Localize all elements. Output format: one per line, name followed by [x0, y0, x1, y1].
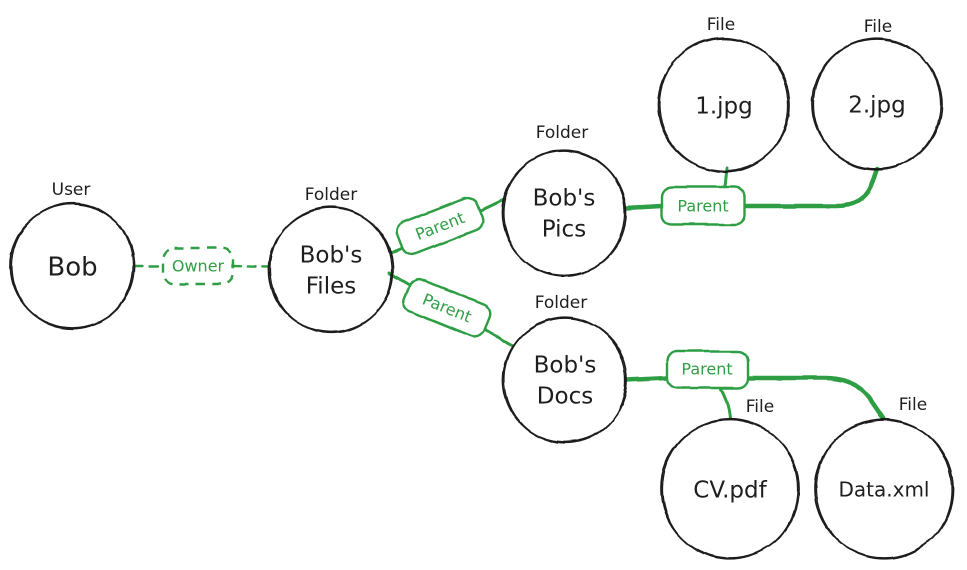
text-layer: User Folder Folder File File Folder File… — [47, 15, 929, 504]
parent-docs-label-box — [402, 277, 492, 339]
edge-owner-right-segment — [231, 264, 271, 269]
node-bobs-files-circle — [268, 206, 394, 334]
edge-docs-to-parentbox — [624, 375, 670, 383]
edge-parentbox-to-2jpg — [742, 166, 880, 209]
node-1jpg-circle — [657, 37, 791, 173]
type-label-folder-docs: Folder — [535, 293, 588, 313]
parent-pics-files-label-box — [660, 185, 747, 227]
parent-pics-label-box — [395, 196, 485, 256]
shapes-layer — [9, 37, 954, 560]
type-label-file-dataxml: File — [899, 395, 927, 415]
parent-docs-files-label-box — [665, 349, 750, 390]
node-dataxml-label: Data.xml — [839, 478, 930, 502]
edge-pics-to-parentbox — [623, 203, 665, 211]
node-bobs-docs-label-1: Bob's — [534, 353, 597, 379]
owner-label-box — [161, 246, 235, 286]
type-label-folder-files: Folder — [305, 185, 358, 205]
type-label-user: User — [52, 180, 91, 200]
node-bob-circle — [9, 202, 136, 330]
edge-parent-docs-files-label: Parent — [681, 360, 732, 379]
type-label-file-cvpdf: File — [746, 397, 774, 417]
node-bobs-docs-label-2: Docs — [537, 384, 593, 410]
edge-owner-label: Owner — [172, 257, 225, 276]
node-bobs-pics-circle — [501, 149, 627, 277]
node-2jpg-label: 2.jpg — [848, 93, 906, 119]
node-dataxml-circle — [814, 418, 954, 560]
node-bobs-pics-label-2: Pics — [542, 217, 586, 243]
node-bob-label: Bob — [47, 253, 97, 283]
edge-parentbox-to-dataxml — [745, 375, 886, 421]
node-bobs-files-label-2: Files — [306, 274, 356, 300]
node-bobs-docs-circle — [502, 316, 628, 444]
node-1jpg-label: 1.jpg — [695, 94, 753, 120]
type-label-file-2jpg: File — [864, 17, 892, 37]
node-bobs-pics-label-1: Bob's — [533, 186, 596, 212]
node-cvpdf-label: CV.pdf — [693, 478, 767, 504]
node-cvpdf-circle — [660, 418, 800, 560]
node-bobs-files-label-1: Bob's — [300, 243, 363, 269]
type-label-folder-pics: Folder — [536, 123, 589, 143]
node-2jpg-circle — [811, 37, 943, 171]
edge-parent-pics-files-label: Parent — [677, 197, 728, 216]
type-label-file-1jpg: File — [707, 15, 735, 35]
edge-parentbox-to-cvpdf — [719, 387, 732, 421]
